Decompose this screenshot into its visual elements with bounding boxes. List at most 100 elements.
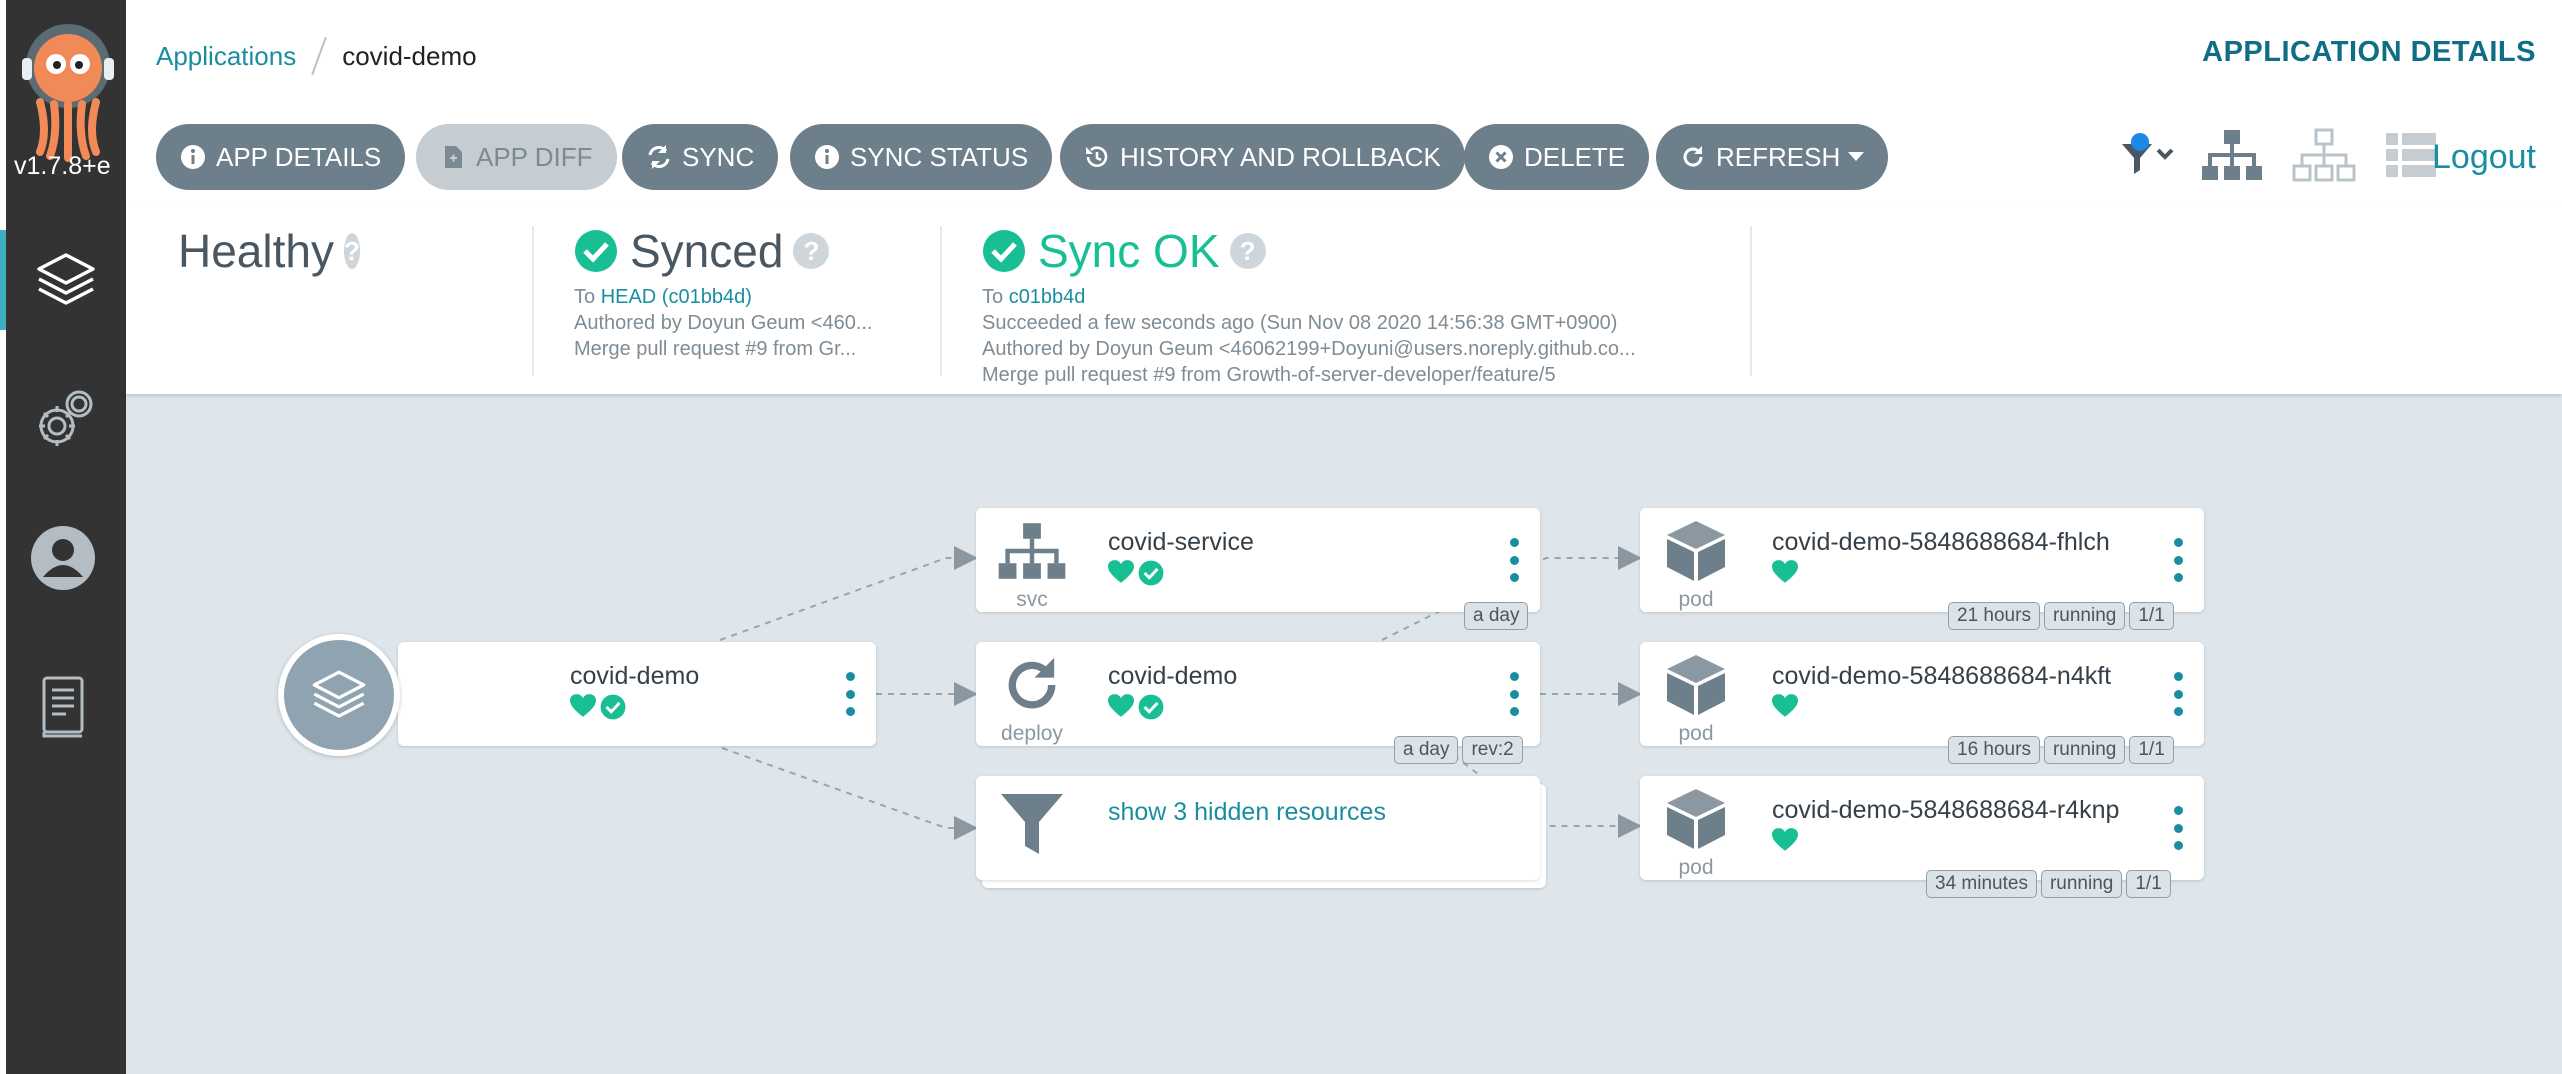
pod-cube-icon: [1667, 655, 1725, 715]
health-label: Healthy: [178, 225, 334, 277]
pod-menu-button[interactable]: [2174, 538, 2183, 582]
sync-author: Authored by Doyun Geum <460...: [574, 312, 873, 334]
tag-age: a day: [1394, 736, 1459, 764]
pod-node[interactable]: pod covid-demo-5848688684-r4knp: [1640, 776, 2204, 880]
refresh-button[interactable]: REFRESH: [1656, 124, 1889, 190]
close-circle-icon: [1489, 145, 1513, 169]
service-menu-button[interactable]: [1510, 538, 1519, 582]
nav-user[interactable]: [0, 508, 126, 608]
tag-ready: 1/1: [2129, 602, 2174, 630]
sync-icon: [648, 145, 670, 169]
app-node-menu-button[interactable]: [846, 672, 855, 716]
user-icon: [31, 526, 95, 590]
operation-revision-link[interactable]: c01bb4d: [1008, 286, 1086, 308]
tag-phase: running: [2040, 870, 2123, 898]
heart-icon: [1108, 560, 1134, 583]
sync-message: Merge pull request #9 from Gr...: [574, 338, 857, 360]
status-divider: [1750, 226, 1752, 376]
pod-tags: 16 hours running 1/1: [1948, 736, 2174, 764]
toolbar: APP DETAILS APP DIFF SYNC SYNC STATUS HI…: [126, 106, 2562, 206]
pod-kind: pod: [1678, 722, 1714, 745]
history-rollback-button[interactable]: HISTORY AND ROLLBACK: [1060, 124, 1465, 190]
filter-icon[interactable]: [2118, 132, 2176, 178]
tag-age: 21 hours: [1948, 602, 2040, 630]
hidden-resources-node[interactable]: show 3 hidden resources: [976, 776, 1540, 880]
network-view-icon[interactable]: [2292, 128, 2356, 182]
heart-icon: [1772, 694, 1798, 717]
pod-name: covid-demo-5848688684-r4knp: [1772, 796, 2120, 824]
hidden-resources-link[interactable]: show 3 hidden resources: [1108, 798, 1386, 826]
pod-node[interactable]: pod covid-demo-5848688684-n4kft: [1640, 642, 2204, 746]
check-circle-icon: [600, 694, 626, 720]
layers-icon: [312, 670, 366, 718]
tree-view-icon[interactable]: [2200, 128, 2264, 182]
tag-phase: running: [2043, 602, 2126, 630]
app-node-name: covid-demo: [570, 662, 700, 690]
layers-icon: [37, 253, 95, 305]
heart-icon: [570, 694, 596, 717]
breadcrumb-applications-link[interactable]: Applications: [156, 40, 297, 71]
check-circle-icon: [1138, 694, 1164, 720]
pod-name: covid-demo-5848688684-n4kft: [1772, 662, 2112, 690]
info-icon: [181, 145, 205, 169]
version-label: v1.7.8+e: [14, 152, 111, 180]
operation-status: Sync OK ? To c01bb4d Succeeded a few sec…: [982, 224, 1832, 386]
tag-ready: 1/1: [2129, 736, 2174, 764]
operation-author: Authored by Doyun Geum <46062199+Doyuni@…: [982, 338, 1636, 360]
delete-button[interactable]: DELETE: [1464, 124, 1650, 190]
nav-docs[interactable]: [0, 656, 126, 756]
pod-menu-button[interactable]: [2174, 806, 2183, 850]
tag-age: 16 hours: [1948, 736, 2040, 764]
pod-kind: pod: [1678, 588, 1714, 611]
sync-revision-link[interactable]: HEAD (c01bb4d): [600, 286, 752, 308]
file-diff-icon: [445, 146, 462, 168]
nav-applications[interactable]: [0, 230, 126, 330]
resource-tree: covid-demo svc covid-service a day deplo…: [126, 394, 2562, 1074]
gear-icon: [39, 390, 93, 446]
operation-to-prefix: To: [982, 286, 1004, 308]
history-rollback-label: HISTORY AND ROLLBACK: [1120, 141, 1441, 172]
sync-button[interactable]: SYNC: [622, 124, 779, 190]
pod-name: covid-demo-5848688684-fhlch: [1772, 528, 2110, 556]
app-node-icon: [278, 634, 400, 756]
deployment-node[interactable]: deploy covid-demo: [976, 642, 1540, 746]
deploy-icon: [1008, 657, 1056, 709]
nav-settings[interactable]: [0, 370, 126, 470]
service-kind: svc: [1016, 588, 1048, 611]
status-divider: [940, 226, 942, 376]
app-diff-button[interactable]: APP DIFF: [416, 124, 617, 190]
pod-tags: 34 minutes running 1/1: [1926, 870, 2171, 898]
heart-icon: [1772, 828, 1798, 851]
service-node[interactable]: svc covid-service: [976, 508, 1540, 612]
tag-age: 34 minutes: [1926, 870, 2037, 898]
pod-menu-button[interactable]: [2174, 672, 2183, 716]
sync-label: Synced: [630, 225, 784, 277]
pod-node[interactable]: pod covid-demo-5848688684-fhlch: [1640, 508, 2204, 612]
operation-message: Merge pull request #9 from Growth-of-ser…: [982, 364, 1556, 386]
check-circle-icon: [575, 230, 617, 272]
tag-ready: 1/1: [2126, 870, 2171, 898]
history-icon: [1086, 146, 1108, 167]
service-icon: [998, 523, 1066, 579]
view-switcher: [2118, 128, 2438, 182]
docs-icon: [42, 676, 84, 738]
info-icon: [815, 145, 839, 169]
sync-help-icon[interactable]: ?: [793, 233, 830, 269]
sync-status-label: SYNC STATUS: [850, 141, 1029, 172]
deployment-menu-button[interactable]: [1510, 672, 1519, 716]
health-status: Healthy ?: [166, 224, 360, 380]
app-details-button[interactable]: APP DETAILS: [156, 124, 406, 190]
app-node[interactable]: covid-demo: [398, 642, 876, 746]
health-help-icon[interactable]: ?: [343, 233, 360, 269]
caret-down-icon: [1848, 152, 1865, 161]
page-title: APPLICATION DETAILS: [2202, 36, 2536, 68]
sync-to-prefix: To: [574, 286, 596, 308]
pod-status: [1772, 694, 1798, 718]
tag-phase: running: [2043, 736, 2126, 764]
list-view-icon[interactable]: [2384, 131, 2438, 179]
breadcrumb: Applications covid-demo: [156, 36, 477, 76]
sync-status-button[interactable]: SYNC STATUS: [790, 124, 1053, 190]
argo-logo[interactable]: [20, 22, 116, 162]
logout-link[interactable]: Logout: [2432, 138, 2536, 176]
operation-help-icon[interactable]: ?: [1229, 233, 1266, 269]
